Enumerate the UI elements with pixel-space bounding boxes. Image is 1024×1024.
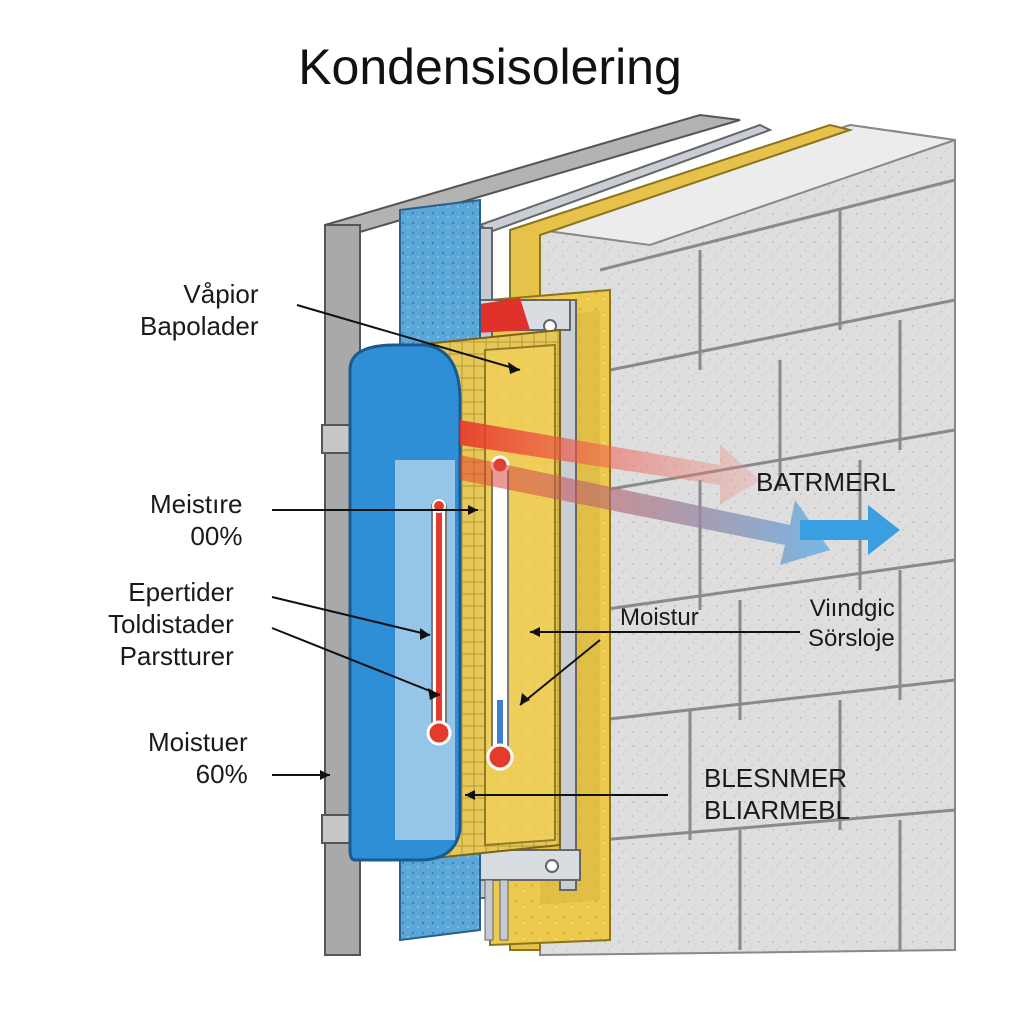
label-line: Toldistader [108,609,234,639]
label-line: Bapolader [140,311,259,341]
label-vapor-barrier: Våpior Bapolader [140,278,259,342]
label-line: BLIARMEBL [704,795,850,825]
label-moisture-inner: Meistıre 00% [150,488,242,552]
label-line: Moistuer [148,727,248,757]
label-temperature-parts: Epertider Toldistader Parstturer [108,576,234,672]
label-moistur: Moistur [620,604,699,631]
pointer-arrowheads [320,362,540,800]
label-moisture-outer: Moistuer 60% [148,726,248,790]
thermometer-left [426,499,452,746]
diagram-title: Kondensisolering [298,39,682,95]
label-line: Sörsloje [808,625,895,652]
label-pointer-lines [271,304,800,796]
label-line: Meistıre [150,489,243,519]
label-line: Epertider [128,577,234,607]
label-line: BLESNMER [704,763,848,793]
label-batrmerl: BATRMERL [756,467,896,497]
air-flow-arrow [800,505,900,555]
label-blesnmer: BLESNMER BLIARMEBL [704,762,850,826]
label-line: 00% [190,521,243,551]
heat-flow-arrows [460,420,900,565]
label-line: Viındgic [809,595,895,622]
label-line: Parstturer [119,641,234,671]
concrete-block-wall [539,123,956,957]
thermometer-right [486,455,514,771]
label-line: 60% [195,759,248,789]
label-wind-barrier: Viındgic Sörsloje [808,594,895,654]
label-line: Våpior [183,279,259,309]
